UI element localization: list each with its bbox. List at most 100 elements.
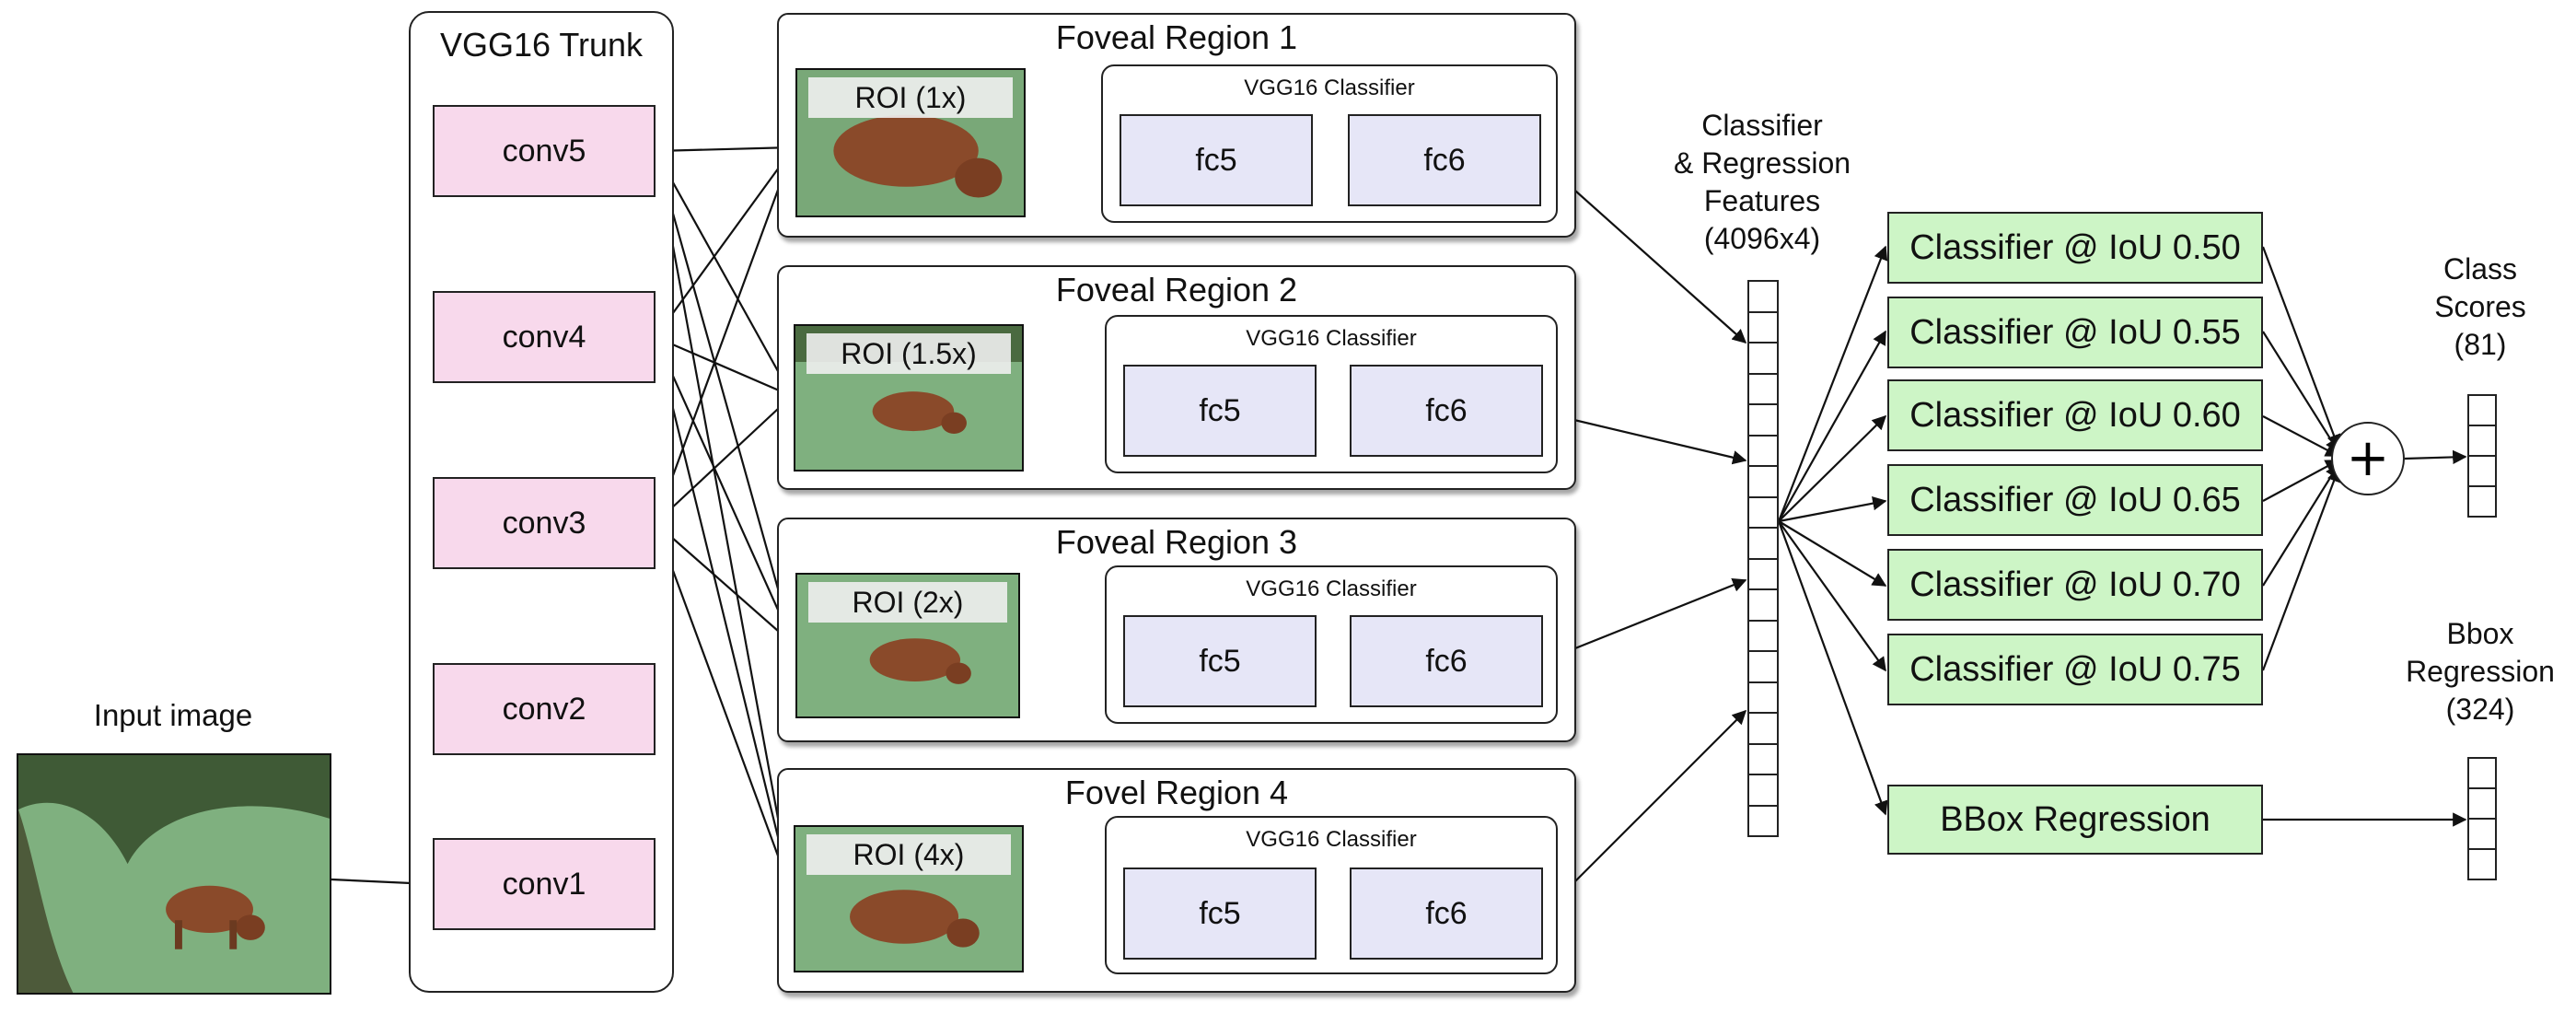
region-2-classifier-title: VGG16 Classifier [1246,326,1417,351]
feature-cell [1747,588,1779,622]
connection-arrow [655,522,795,646]
class-scores-label: Class Scores (81) [2434,250,2526,364]
roi-4x-image: ROI (4x) [794,825,1024,972]
connection-arrow [1778,414,1887,522]
region-1-classifier-title: VGG16 Classifier [1244,76,1415,100]
class-scores-line2: Scores [2434,290,2526,323]
roi-1x-image: ROI (1x) [795,68,1026,217]
region-3-title: Foveal Region 3 [1055,523,1298,561]
class-scores-line1: Class [2443,252,2517,285]
connection-arrow [654,150,797,895]
class-score-cell [2467,455,2497,487]
connection-arrow [654,336,795,646]
classifier-iou-060: Classifier @ IoU 0.60 [1887,379,2263,451]
feature-cell [1747,527,1779,560]
connection-arrow [2404,449,2467,465]
feature-cell [1747,681,1779,714]
classifier-iou-070: Classifier @ IoU 0.70 [1887,549,2263,621]
conv3-layer: conv3 [433,477,656,569]
connection-arrow [2262,463,2339,587]
connection-arrow [654,522,795,895]
connection-arrow [654,150,797,646]
connection-arrow [655,335,794,398]
class-score-cell [2467,485,2497,518]
input-image-label: Input image [93,698,253,732]
region-2-fc6: fc6 [1350,365,1543,457]
connection-arrow [1778,496,1887,523]
region-4-fc5: fc5 [1123,867,1317,960]
conv2-layer: conv2 [433,663,656,755]
bbox-output-line1: Bbox [2446,617,2514,650]
class-score-cell [2467,394,2497,426]
bbox-output-cell [2467,787,2497,820]
region-3-fc6: fc6 [1350,615,1543,707]
bbox-output-line3: (324) [2445,693,2515,726]
feature-cell [1747,557,1779,590]
connection-arrow [655,394,794,524]
bbox-output-cell [2467,757,2497,789]
trunk-title: VGG16 Trunk [439,26,644,64]
feature-cell [1747,712,1779,745]
feature-cell [1747,372,1779,405]
features-label-line3: Features [1703,184,1821,217]
bbox-regression-box: BBox Regression [1887,785,2263,855]
connection-arrow [1778,520,1887,587]
connection-arrow [2262,331,2339,453]
bbox-output-cell [2467,818,2497,850]
roi-2-label: ROI (1.5x) [806,333,1011,374]
class-scores-line3: (81) [2454,328,2507,361]
feature-cell [1747,619,1779,652]
feature-cell [1747,495,1779,529]
features-label-line2: & Regression [1673,146,1851,180]
connection-arrow [654,146,796,524]
bbox-output-cell [2467,848,2497,880]
input-image [17,753,331,995]
connection-arrow [654,336,796,895]
region-3-fc5: fc5 [1123,615,1317,707]
region-3-classifier-title: VGG16 Classifier [1246,576,1417,601]
feature-cell [1747,434,1779,467]
connection-arrow [1777,245,1888,522]
classifier-iou-050: Classifier @ IoU 0.50 [1887,212,2263,284]
bbox-output-line2: Regression [2406,655,2555,688]
features-label: Classifier & Regression Features (4096x4… [1674,107,1851,258]
region-4-classifier-title: VGG16 Classifier [1246,827,1417,852]
connection-arrow [1778,330,1886,522]
region-4-title: Fovel Region 4 [1064,774,1289,811]
classifier-iou-075: Classifier @ IoU 0.75 [1887,634,2263,705]
feature-cell [1747,310,1779,343]
connection-arrow [655,150,793,398]
roi-1-label: ROI (1x) [808,77,1013,118]
connection-arrow [2261,246,2341,449]
feature-cell [1747,650,1779,683]
connection-arrow [1542,577,1747,663]
sum-combiner-icon: + [2331,422,2405,495]
region-1-title: Foveal Region 1 [1055,18,1298,56]
classifier-iou-055: Classifier @ IoU 0.55 [1887,297,2263,368]
connection-arrow [2262,415,2340,458]
conv4-layer: conv4 [433,291,656,383]
region-2-title: Foveal Region 2 [1055,271,1298,309]
roi-3-label: ROI (2x) [808,582,1007,623]
connection-arrow [1542,709,1747,914]
features-label-line1: Classifier [1701,109,1823,142]
feature-cell [1747,342,1779,375]
feature-cell [1747,742,1779,775]
connection-arrow [655,140,795,156]
highland-cow-photo [18,755,330,993]
connection-arrow [1542,411,1747,465]
bbox-output-label: Bbox Regression (324) [2406,615,2555,728]
region-2-fc5: fc5 [1123,365,1317,457]
feature-cell [1747,403,1779,437]
classifier-iou-065: Classifier @ IoU 0.65 [1887,464,2263,536]
class-score-cell [2467,425,2497,457]
roi-1-5x-image: ROI (1.5x) [794,324,1024,472]
feature-cell [1747,774,1779,807]
connection-arrow [2261,467,2341,671]
features-label-line4: (4096x4) [1703,222,1821,255]
conv1-layer: conv1 [433,838,656,930]
roi-4-label: ROI (4x) [806,834,1011,875]
feature-cell [1747,804,1779,837]
feature-cell [1747,465,1779,498]
